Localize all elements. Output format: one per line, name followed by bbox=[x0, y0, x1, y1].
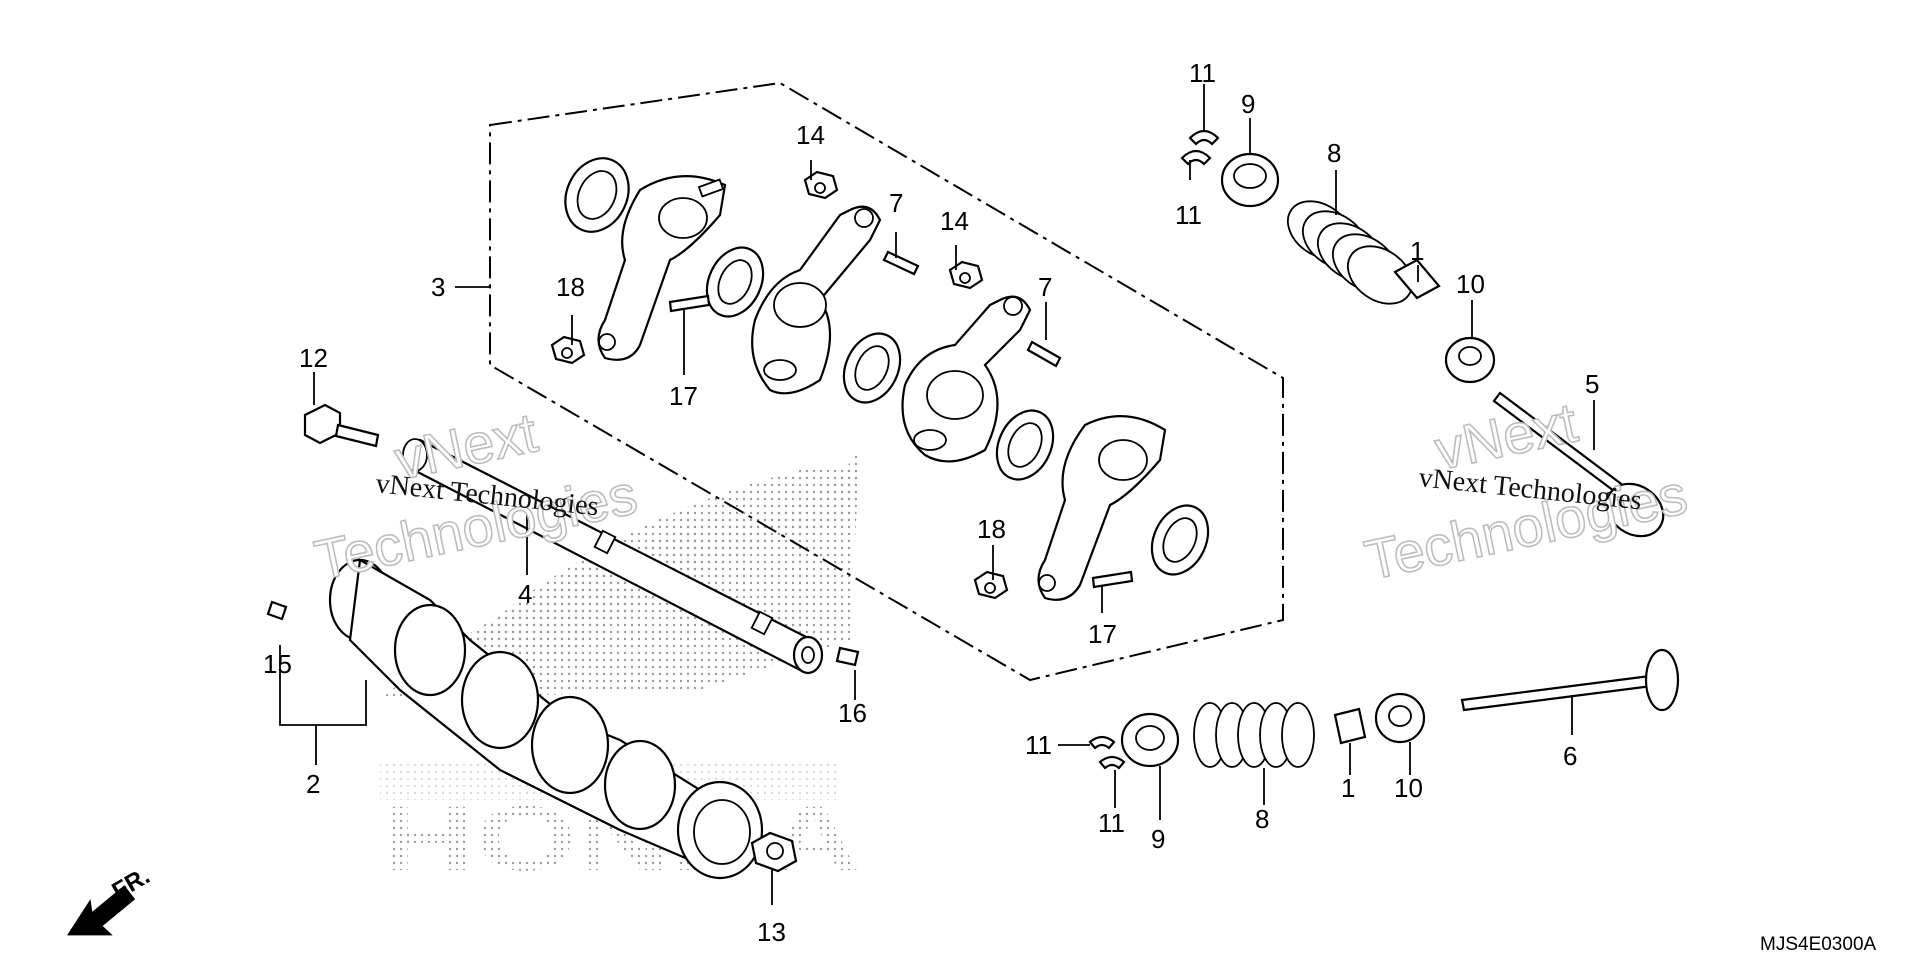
callout-5: 5 bbox=[1585, 369, 1599, 399]
screw-7b bbox=[1026, 340, 1062, 368]
callout-2: 2 bbox=[306, 769, 320, 799]
front-arrow: FR. bbox=[67, 862, 154, 936]
callout-18a: 18 bbox=[556, 272, 585, 302]
callout-17b: 17 bbox=[1088, 619, 1117, 649]
retainer-9-upper bbox=[1220, 152, 1280, 208]
callout-12: 12 bbox=[299, 343, 328, 373]
callout-6: 6 bbox=[1563, 741, 1577, 771]
dowel-pin-16 bbox=[835, 646, 860, 667]
plug-13 bbox=[750, 831, 798, 873]
screw-17a bbox=[668, 294, 711, 313]
leader-lines bbox=[279, 84, 1595, 905]
washer bbox=[995, 409, 1055, 481]
callout-13: 13 bbox=[757, 917, 786, 947]
watermark-left: vNext Technologies vNext Technologies bbox=[309, 399, 643, 592]
dowel-pin-15 bbox=[266, 600, 288, 621]
screw-17b bbox=[1091, 570, 1134, 589]
callout-4: 4 bbox=[518, 579, 532, 609]
rocker-arm-4 bbox=[1037, 415, 1167, 601]
callout-3: 3 bbox=[431, 272, 445, 302]
callout-14a: 14 bbox=[796, 120, 825, 150]
callout-7b: 7 bbox=[1038, 272, 1052, 302]
valve-6 bbox=[1460, 648, 1680, 712]
screw-7a bbox=[882, 250, 920, 276]
seat-10-upper bbox=[1444, 336, 1496, 384]
nut-14b bbox=[948, 260, 984, 290]
callouts: 3 12 4 15 2 14 7 14 7 18 17 18 17 16 13 … bbox=[263, 58, 1599, 947]
callout-10b: 10 bbox=[1394, 773, 1423, 803]
washer bbox=[842, 332, 902, 404]
washer bbox=[564, 157, 630, 233]
callout-10a: 10 bbox=[1456, 269, 1485, 299]
valve-5 bbox=[1492, 391, 1665, 538]
rocker-arm-2 bbox=[751, 205, 882, 395]
callout-1b: 1 bbox=[1341, 773, 1355, 803]
cotter-11-lower bbox=[1088, 735, 1126, 770]
diagram-code: MJS4E0300A bbox=[1760, 934, 1877, 955]
callout-11d: 11 bbox=[1098, 808, 1125, 838]
callout-1a: 1 bbox=[1410, 236, 1424, 266]
rocker-shaft bbox=[402, 438, 824, 675]
callout-7a: 7 bbox=[889, 188, 903, 218]
kit-outline bbox=[489, 81, 1284, 682]
spring-8-upper bbox=[1287, 200, 1413, 305]
nut-18b bbox=[973, 570, 1009, 600]
callout-17a: 17 bbox=[669, 381, 698, 411]
callout-9b: 9 bbox=[1151, 824, 1165, 854]
rocker-arm-3 bbox=[901, 295, 1032, 463]
front-arrow-icon bbox=[67, 885, 136, 936]
seat-10-lower bbox=[1374, 692, 1426, 744]
nut-18a bbox=[550, 335, 586, 365]
seal-1-upper bbox=[1393, 258, 1441, 300]
seal-1-lower bbox=[1333, 707, 1367, 745]
watermark-right: vNext Technologies vNext Technologies bbox=[1359, 389, 1693, 592]
camshaft bbox=[328, 558, 764, 880]
callout-18b: 18 bbox=[977, 514, 1006, 544]
rocker-arm-1 bbox=[597, 175, 727, 361]
callout-8b: 8 bbox=[1255, 804, 1269, 834]
callout-15: 15 bbox=[263, 649, 292, 679]
cotter-11-upper bbox=[1180, 129, 1220, 166]
retainer-9-lower bbox=[1120, 712, 1180, 768]
nut-14a bbox=[803, 170, 839, 200]
spring-8-lower bbox=[1193, 702, 1315, 768]
callout-14b: 14 bbox=[940, 206, 969, 236]
callout-8a: 8 bbox=[1327, 138, 1341, 168]
bolt-12 bbox=[303, 403, 380, 448]
callout-11c: 11 bbox=[1025, 730, 1052, 760]
washer bbox=[1150, 504, 1210, 576]
callout-11b: 11 bbox=[1175, 200, 1202, 230]
callout-9a: 9 bbox=[1241, 89, 1255, 119]
washer bbox=[705, 246, 765, 318]
callout-11a: 11 bbox=[1189, 58, 1216, 88]
callout-16: 16 bbox=[838, 698, 867, 728]
